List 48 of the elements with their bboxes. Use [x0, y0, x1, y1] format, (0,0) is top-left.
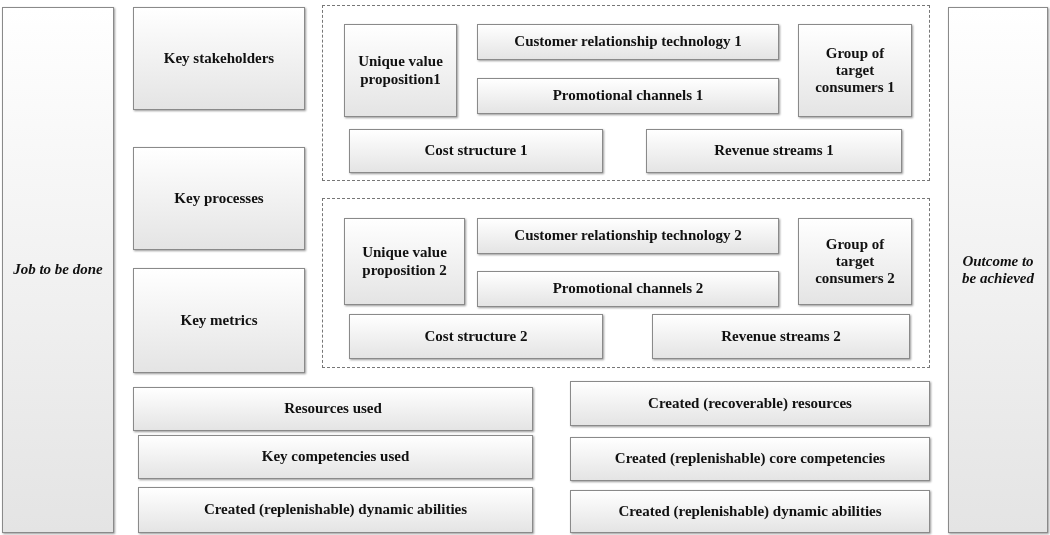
box-label: Unique value proposition 2	[361, 244, 448, 279]
label-box	[948, 7, 1048, 533]
box-label: Customer relationship technology 1	[514, 33, 742, 51]
label-box	[570, 381, 930, 426]
box-label: Promotional channels 1	[552, 87, 704, 105]
box-label: Cost structure 1	[424, 142, 528, 160]
label-box	[646, 129, 902, 173]
label-box	[133, 147, 305, 250]
box-label: Group of target consumers 1	[814, 44, 896, 97]
label-box	[570, 490, 930, 533]
label-box	[477, 24, 779, 60]
label-box	[477, 78, 779, 114]
label-box	[344, 218, 465, 305]
label-box	[570, 437, 930, 481]
box-label: Cost structure 2	[424, 327, 528, 346]
box-label: Resources used	[284, 400, 382, 418]
box-label: Key processes	[174, 189, 264, 208]
label-box	[798, 24, 912, 117]
box-label: Created (recoverable) resources	[648, 394, 852, 413]
label-box	[349, 314, 603, 359]
box-label: Unique value proposition1	[357, 53, 444, 88]
box-label: Key stakeholders	[163, 49, 275, 68]
label-box	[133, 7, 305, 110]
box-label: Key competencies used	[261, 448, 410, 466]
box-label: Job to be done	[13, 261, 103, 279]
dashed-group-frame	[322, 5, 930, 181]
label-box	[349, 129, 603, 173]
label-box	[133, 387, 533, 431]
box-label: Created (replenishable) dynamic abilities	[203, 501, 468, 519]
label-box	[138, 487, 533, 533]
label-box	[138, 435, 533, 479]
dashed-group-frame	[322, 198, 930, 368]
label-box	[652, 314, 910, 359]
label-box	[477, 271, 779, 307]
box-label: Promotional channels 2	[552, 280, 704, 298]
box-label: Created (replenishable) dynamic abilities	[618, 502, 882, 521]
box-label: Customer relationship technology 2	[514, 227, 742, 245]
label-box	[2, 7, 114, 533]
box-label: Key metrics	[180, 311, 258, 330]
box-label: Group of target consumers 2	[814, 235, 896, 288]
label-box	[798, 218, 912, 305]
label-box	[344, 24, 457, 117]
box-label: Outcome to be achieved	[960, 252, 1036, 288]
label-box	[477, 218, 779, 254]
box-label: Revenue streams 1	[714, 142, 834, 160]
box-label: Created (replenishable) core competencies	[614, 450, 886, 468]
box-label: Revenue streams 2	[721, 327, 841, 346]
label-box	[133, 268, 305, 373]
